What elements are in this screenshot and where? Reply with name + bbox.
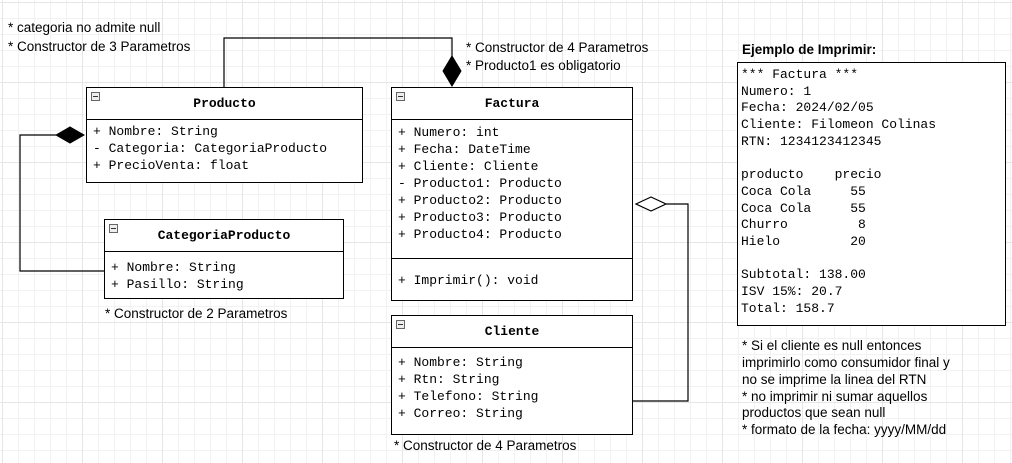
print-line: Cliente: Filomeon Colinas [741,117,937,133]
print-line: Fecha: 2024/02/05 [741,100,874,116]
producto-class-box[interactable]: Producto + Nombre: String - Categoria: C… [86,87,363,183]
print-line: ISV 15%: 20.7 [741,283,843,299]
producto-categoria-connector [19,134,104,272]
print-line: Hielo 20 [741,233,866,249]
categoria-attributes: + Nombre: String + Pasillo: String [105,252,343,293]
cliente-class-box[interactable]: Cliente + Nombre: String + Rtn: String +… [391,315,633,435]
print-example-box[interactable]: *** Factura *** Numero: 1 Fecha: 2024/02… [737,62,1006,326]
print-line: producto precio [741,167,882,183]
print-example-title: Ejemplo de Imprimir: [742,42,877,57]
print-line: Churro 8 [741,217,866,233]
print-line: *** Factura *** [741,67,859,82]
factura-attribute: + Numero: int [398,125,500,140]
factura-class-header[interactable]: Factura [392,88,632,120]
cliente-class-name: Cliente [484,324,540,339]
producto-attribute: + Nombre: String [93,124,218,139]
print-line: Numero: 1 [741,83,812,99]
producto-note-null: * categoria no admite null [8,20,161,35]
factura-attribute: + Fecha: DateTime [398,142,531,157]
cliente-class-header[interactable]: Cliente [392,316,632,348]
cliente-note-constructor: * Constructor de 4 Parametros [394,438,577,453]
producto-class-header[interactable]: Producto [87,88,362,120]
factura-attribute: - Producto1: Producto [398,176,562,191]
factura-cliente-connector [632,203,689,402]
factura-note-producto1: * Producto1 es obligatorio [466,58,621,73]
print-line: Subtotal: 138.00 [741,267,866,283]
print-line: Coca Cola 55 [741,183,866,199]
cliente-attribute: + Nombre: String [398,355,523,370]
factura-attribute: + Cliente: Cliente [398,159,539,174]
print-line [741,251,1005,268]
cliente-attribute: + Rtn: String [398,372,500,387]
factura-aggregation-diamond [634,196,668,212]
producto-note-constructor: * Constructor de 3 Parametros [8,39,191,54]
factura-operation: + Imprimir(): void [398,273,539,288]
categoria-class-name: CategoriaProducto [157,228,291,243]
producto-factura-connector [223,37,453,87]
print-line: Coca Cola 55 [741,200,866,216]
factura-operations: + Imprimir(): void [392,259,632,289]
factura-attribute: + Producto4: Producto [398,227,562,242]
categoria-class-box[interactable]: CategoriaProducto + Nombre: String + Pas… [104,219,344,299]
factura-note-constructor: * Constructor de 4 Parametros [466,40,649,55]
factura-class-box[interactable]: Factura + Numero: int + Fecha: DateTime … [391,87,633,301]
collapse-icon[interactable] [396,320,405,329]
producto-attribute: + PrecioVenta: float [93,158,250,173]
rules-note-line: * Si el cliente es null entonces [742,338,922,353]
producto-composition-diamond [54,126,86,144]
producto-attributes: + Nombre: String - Categoria: CategoriaP… [87,120,362,174]
rules-note-line: no se imprime la linea del RTN [742,372,927,387]
rules-note-line: imprimirlo como consumidor final y [742,355,950,370]
producto-attribute: - Categoria: CategoriaProducto [93,141,328,156]
factura-composition-diamond [442,55,462,87]
factura-attribute: + Producto3: Producto [398,210,562,225]
rules-note-line: productos que sean null [742,405,886,420]
factura-attributes: + Numero: int + Fecha: DateTime + Client… [392,120,632,259]
categoria-attribute: + Pasillo: String [111,277,244,292]
rules-note-line: * formato de la fecha: yyyy/MM/dd [742,422,947,437]
cliente-attributes: + Nombre: String + Rtn: String + Telefon… [392,348,632,422]
categoria-note-constructor: * Constructor de 2 Parametros [105,306,288,321]
cliente-attribute: + Correo: String [398,406,523,421]
print-line: Total: 158.7 [741,300,835,316]
cliente-attribute: + Telefono: String [398,389,539,404]
print-line: RTN: 1234123412345 [741,133,882,149]
rules-note-line: * no imprimir ni sumar aquellos [742,389,928,404]
collapse-icon[interactable] [91,92,100,101]
collapse-icon[interactable] [109,224,118,233]
print-line [741,150,1005,167]
producto-class-name: Producto [193,96,256,111]
collapse-icon[interactable] [396,92,405,101]
categoria-attribute: + Nombre: String [111,260,236,275]
factura-class-name: Factura [484,96,540,111]
factura-attribute: + Producto2: Producto [398,193,562,208]
categoria-class-header[interactable]: CategoriaProducto [105,220,343,252]
